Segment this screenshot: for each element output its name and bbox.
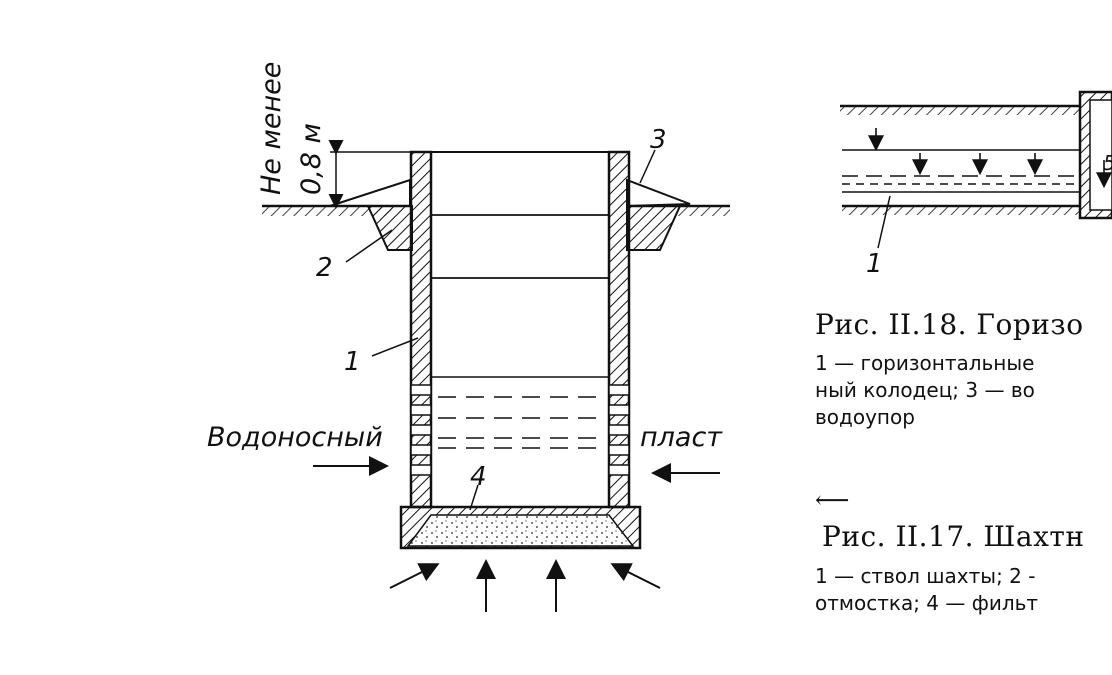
depth-label-line1: Не менее	[256, 62, 287, 195]
blind-area	[329, 178, 691, 208]
caption-fig-17: ⟵ Рис. II.17. Шахтн 1 — ствол шахты; 2 -…	[815, 486, 1085, 615]
shaft-walls	[409, 150, 631, 509]
caption-18-line2: ный колодец; 3 — во	[815, 378, 1035, 402]
caption-17-title: Рис. II.17. Шахтн	[822, 520, 1085, 553]
inflow-arrows	[313, 456, 720, 612]
aquifer-label-right: пласт	[640, 422, 723, 453]
callout-leaders	[345, 149, 656, 511]
horizontal-well-figure: 5 1	[840, 90, 1112, 279]
caption-18-title: Рис. II.18. Горизо	[815, 308, 1084, 341]
caption-18-line3: водоупор	[815, 405, 915, 429]
callout-2: 2	[316, 253, 333, 283]
callout-3: 3	[650, 125, 667, 155]
callout-4: 4	[470, 462, 487, 492]
depth-dimension	[328, 140, 411, 209]
right-callout-5: 5	[1103, 151, 1112, 175]
right-callout-1: 1	[866, 249, 883, 279]
shaft-well-figure: Не менее 0,8 м 2 1 3 4 Водоносный пласт	[207, 62, 730, 612]
caption-17-line2: отмостка; 4 — фильт	[815, 591, 1038, 615]
caption-18-line1: 1 — горизонтальные	[815, 351, 1034, 375]
depth-label-line2: 0,8 м	[296, 123, 327, 195]
water-level	[431, 376, 609, 449]
caption-17-line1: 1 — ствол шахты; 2 -	[815, 564, 1035, 588]
callout-1: 1	[344, 347, 361, 377]
bottom-filter	[399, 505, 642, 550]
caption-fig-18: Рис. II.18. Горизо 1 — горизонтальные ны…	[815, 308, 1084, 429]
aquifer-label-left: Водоносный	[207, 422, 383, 453]
caption-17-arrow: ⟵	[815, 486, 850, 514]
